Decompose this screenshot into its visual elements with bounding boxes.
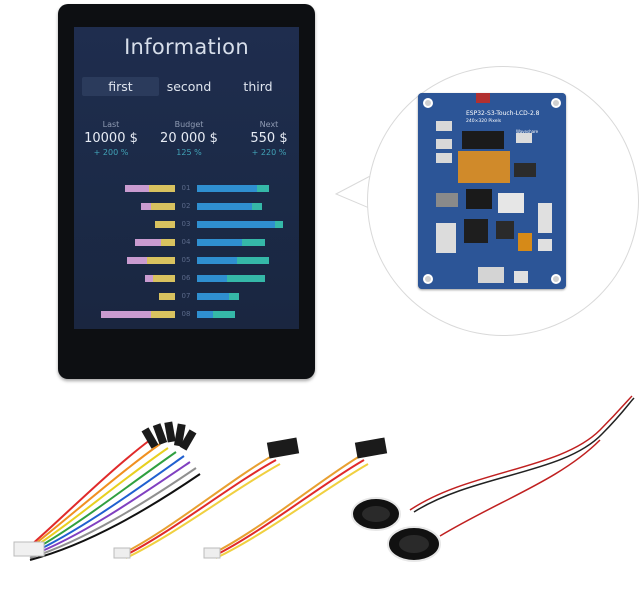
left-bar-pink — [101, 311, 151, 318]
left-bar-pink — [125, 185, 149, 192]
left-bar-yellow — [151, 311, 175, 318]
stat-next-value: 550 $ — [250, 131, 288, 146]
three-wire-cable-2 — [211, 455, 369, 559]
stat-next-label: Next — [259, 120, 279, 129]
right-bar-blue — [197, 203, 252, 210]
bar-row: 01 — [74, 184, 299, 193]
multi-wire-cable — [29, 439, 201, 561]
right-bar — [197, 293, 239, 300]
left-bar-yellow — [155, 221, 175, 228]
right-bar-blue — [197, 185, 257, 192]
left-bar-pink — [135, 239, 161, 246]
row-number: 03 — [181, 220, 191, 228]
left-bar-pink — [127, 257, 147, 264]
right-bar-teal — [275, 221, 283, 228]
right-bar-teal — [227, 275, 265, 282]
right-bar-teal — [213, 311, 235, 318]
tab-bar: first second third — [80, 77, 293, 96]
bubble-pointer — [334, 174, 374, 211]
bar-row: 05 — [74, 256, 299, 265]
left-bar-yellow — [159, 293, 175, 300]
left-bar — [127, 257, 175, 264]
right-bar-blue — [197, 311, 213, 318]
right-bar-blue — [197, 275, 227, 282]
right-bar-teal — [252, 203, 262, 210]
left-bar — [135, 239, 175, 246]
bar-row: 02 — [74, 202, 299, 211]
connector-housing — [13, 541, 45, 557]
stat-next: Next 550 $ + 220 % — [234, 120, 299, 157]
right-bar-teal — [229, 293, 239, 300]
speaker-2 — [387, 526, 441, 562]
left-bar — [141, 203, 175, 210]
esp32-board: ESP32-S3-Touch-LCD-2.8 240×320 Pixels Wa… — [418, 93, 566, 289]
bar-row: 06 — [74, 274, 299, 283]
row-number: 05 — [181, 256, 191, 264]
bar-row: 03 — [74, 220, 299, 229]
stat-last-value: 10000 $ — [84, 131, 138, 146]
left-bar-yellow — [153, 275, 175, 282]
right-bar — [197, 257, 269, 264]
stat-budget-label: Budget — [174, 120, 204, 129]
right-bar-blue — [197, 239, 242, 246]
left-bar-pink — [141, 203, 151, 210]
board-silkscreen-title: ESP32-S3-Touch-LCD-2.8 — [466, 110, 540, 117]
speaker-1 — [351, 497, 401, 531]
board-brand-text: Waveshare — [516, 129, 539, 134]
bar-row: 08 — [74, 310, 299, 319]
left-bar-yellow — [151, 203, 175, 210]
row-number: 06 — [181, 274, 191, 282]
left-bar — [159, 293, 175, 300]
stat-budget-change: 125 % — [176, 148, 202, 157]
stat-last: Last 10000 $ + 200 % — [76, 120, 146, 157]
right-bar-blue — [197, 221, 275, 228]
row-number: 01 — [181, 184, 191, 192]
right-bar-blue — [197, 293, 229, 300]
three-wire-cable-1 — [121, 455, 281, 559]
tab-second[interactable]: second — [166, 79, 212, 94]
right-bar-blue — [197, 257, 237, 264]
stat-last-change: + 200 % — [93, 148, 129, 157]
stat-last-label: Last — [102, 120, 120, 129]
tab-first[interactable]: first — [82, 77, 159, 96]
left-bar — [145, 275, 175, 282]
tab-third[interactable]: third — [243, 79, 273, 94]
left-bar — [101, 311, 175, 318]
bar-row: 04 — [74, 238, 299, 247]
row-number: 04 — [181, 238, 191, 246]
lcd-screen: Information first second third Last 1000… — [74, 27, 299, 329]
stat-budget: Budget 20 000 $ 125 % — [154, 120, 224, 157]
left-bar-yellow — [147, 257, 175, 264]
bar-row: 07 — [74, 292, 299, 301]
accessories — [13, 395, 635, 562]
right-bar — [197, 275, 265, 282]
right-bar — [197, 203, 262, 210]
screen-title: Information — [124, 35, 249, 59]
right-bar — [197, 239, 265, 246]
dupont-heads — [141, 421, 197, 451]
right-bar-teal — [242, 239, 265, 246]
right-bar-teal — [237, 257, 269, 264]
left-bar — [125, 185, 175, 192]
row-number: 08 — [181, 310, 191, 318]
left-bar-pink — [145, 275, 153, 282]
row-number: 07 — [181, 292, 191, 300]
stat-next-change: + 220 % — [251, 148, 287, 157]
right-bar — [197, 311, 235, 318]
row-number: 02 — [181, 202, 191, 210]
speaker-wires — [409, 395, 635, 537]
left-bar — [155, 221, 175, 228]
board-silkscreen-sub: 240×320 Pixels — [466, 118, 502, 124]
right-bar — [197, 221, 283, 228]
left-bar-yellow — [161, 239, 175, 246]
right-bar-teal — [257, 185, 269, 192]
right-bar — [197, 185, 269, 192]
left-bar-yellow — [149, 185, 175, 192]
stat-budget-value: 20 000 $ — [160, 131, 218, 146]
